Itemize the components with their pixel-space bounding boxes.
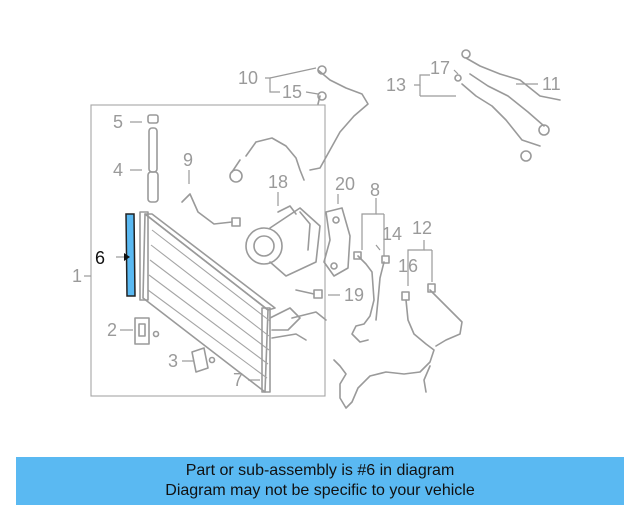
condenser-group-box [90,104,326,397]
caption-line-1: Part or sub-assembly is #6 in diagram [185,462,455,479]
callout-10: 10 [238,68,258,88]
callout-6: 6 [95,248,105,268]
callout-9: 9 [183,150,193,170]
callout-2: 2 [107,320,117,340]
callout-7: 7 [233,370,243,390]
callout-15: 15 [282,82,302,102]
hose-9 [181,193,233,225]
callout-11: 11 [542,74,561,94]
part-6-highlight [125,213,136,297]
hose-10 [231,69,369,181]
info-banner: Part or sub-assembly is #6 in diagram Di… [16,457,624,505]
callout-16: 16 [398,256,418,276]
callout-20: 20 [335,174,355,194]
callout-14: 14 [382,224,402,244]
bracket-2 [134,317,160,345]
caption-line-2: Diagram may not be specific to your vehi… [165,482,475,499]
callout-18: 18 [268,172,288,192]
callout-19: 19 [344,285,364,305]
compressor [245,205,321,277]
callout-17: 17 [430,58,450,78]
callout-4: 4 [113,160,123,180]
pipe-12 [333,289,463,409]
callout-5: 5 [113,112,123,132]
leader-lines [84,67,538,381]
parts-diagram: 5 4 6 1 2 3 7 9 10 15 18 20 19 8 14 12 1… [72,49,561,409]
callout-13: 13 [386,75,406,95]
callout-3: 3 [168,351,178,371]
callout-1: 1 [72,266,82,286]
receiver-drier [147,114,159,203]
condenser [139,211,327,393]
pipe-8 [351,255,385,343]
compressor-bracket [323,207,351,277]
bolt [295,289,323,299]
hose-11 [461,57,561,147]
callout-numbers: 5 4 6 1 2 3 7 9 10 15 18 20 19 8 14 12 1… [72,58,561,390]
bracket-3 [191,347,216,373]
callout-8: 8 [370,180,380,200]
callout-12: 12 [412,218,432,238]
